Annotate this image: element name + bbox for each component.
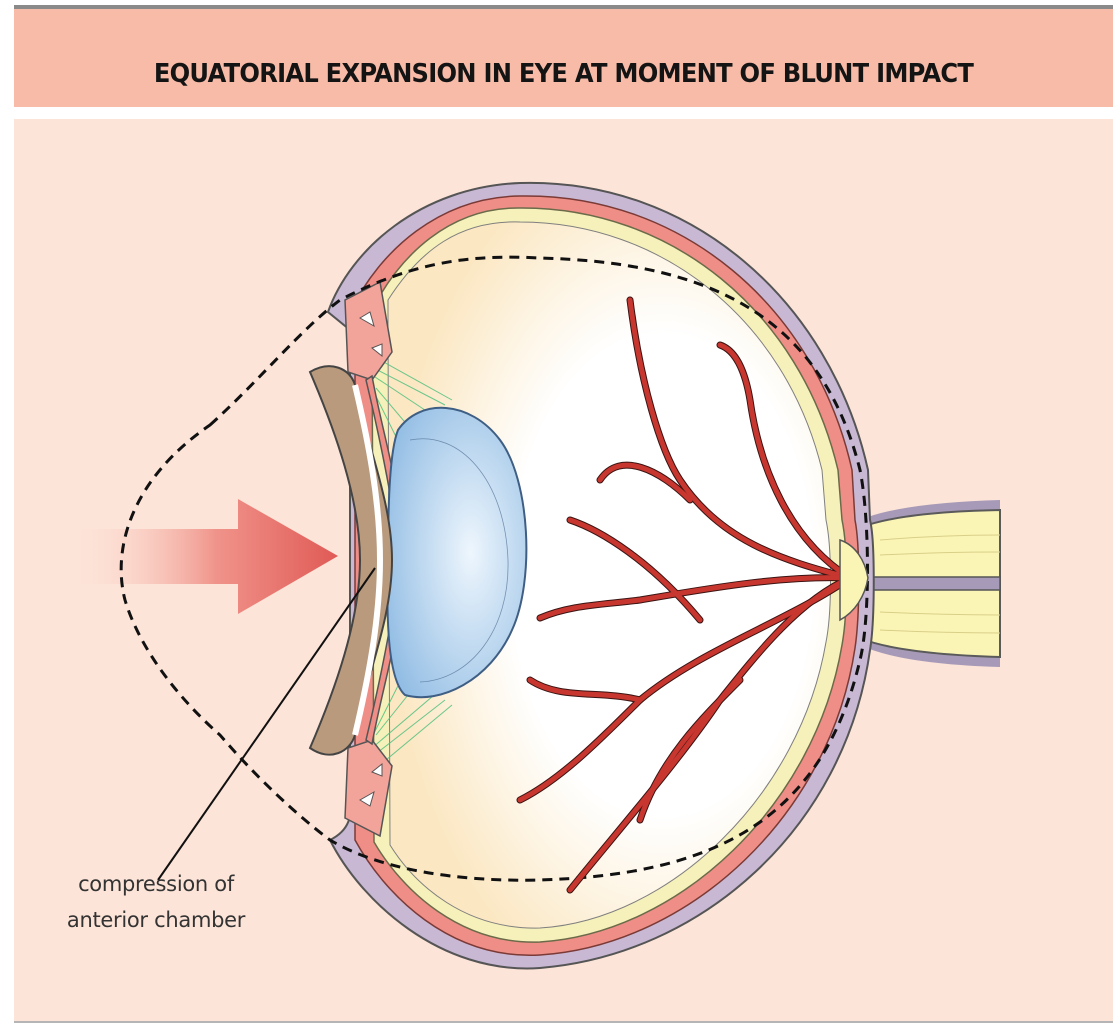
impact-arrow xyxy=(68,499,338,614)
optic-nerve xyxy=(860,500,1000,667)
annotation-line-2: anterior chamber xyxy=(46,902,266,938)
annotation-line-1: compression of xyxy=(46,866,266,902)
